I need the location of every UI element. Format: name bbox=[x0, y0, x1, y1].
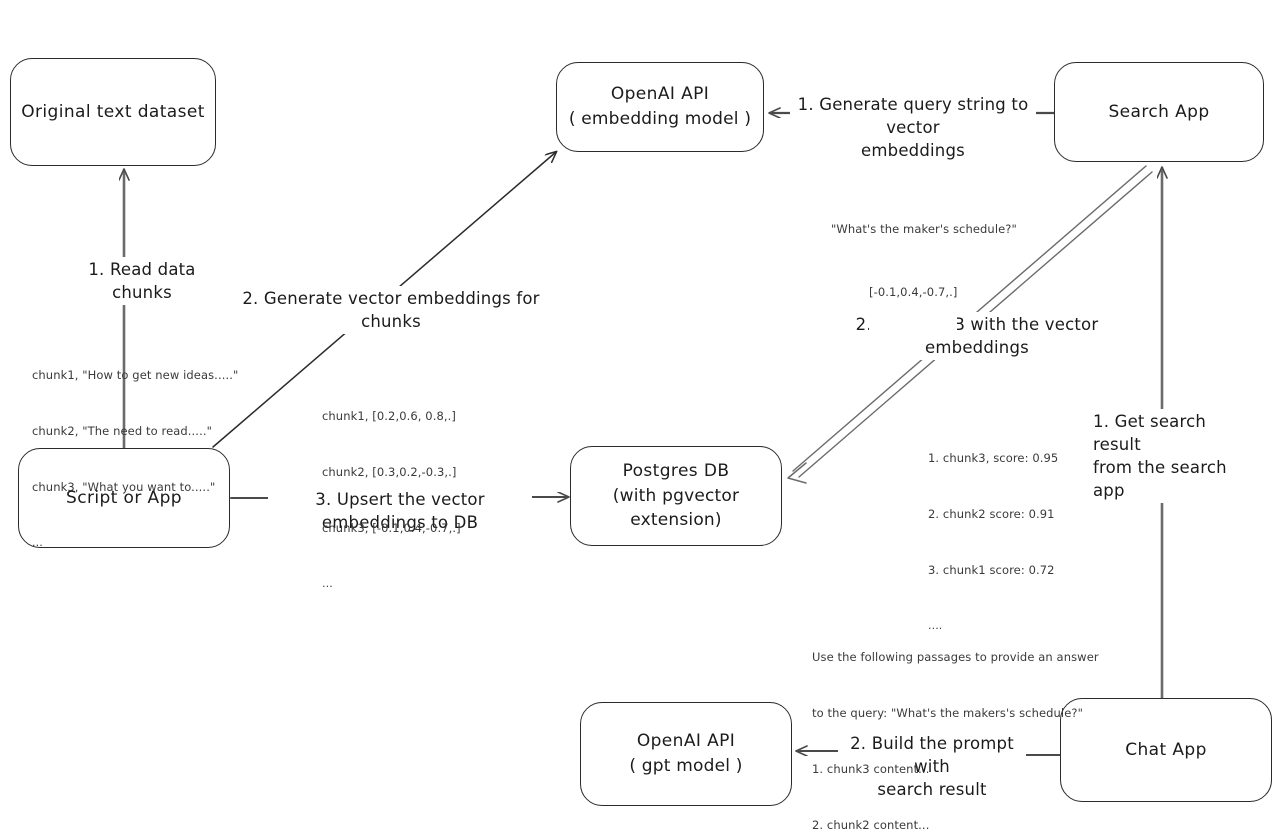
note-line: chunk2, [0.3,0.2,-0.3,.] bbox=[322, 465, 457, 480]
edge-label-line2: search result bbox=[877, 780, 987, 800]
note-line: 1. chunk3, score: 0.95 bbox=[928, 451, 1059, 466]
node-label: Chat App bbox=[1125, 739, 1207, 760]
note-line-ellipsis: ... bbox=[32, 535, 43, 549]
edge-label-line2: from the search app bbox=[1093, 458, 1227, 501]
note-line-ellipsis: .... bbox=[928, 618, 943, 632]
node-label: Script or App bbox=[66, 487, 182, 508]
edge-label-generate-query-embeddings: 1. Generate query string to vector embed… bbox=[790, 92, 1036, 164]
note-line: Use the following passages to provide an… bbox=[812, 650, 1099, 665]
note-prompt-template: Use the following passages to provide an… bbox=[812, 611, 1099, 832]
edge-label-get-search-result: 1. Get search result from the search app bbox=[1088, 409, 1250, 504]
note-line: 3. chunk1 score: 0.72 bbox=[928, 563, 1055, 577]
note-source-chunks: chunk1, "How to get new ideas....." chun… bbox=[32, 329, 238, 589]
node-label-line2: ( embedding model ) bbox=[568, 109, 752, 129]
node-search-app[interactable]: Search App bbox=[1054, 62, 1264, 162]
node-original-text-dataset[interactable]: Original text dataset bbox=[10, 58, 216, 166]
node-label-line1: OpenAI API bbox=[610, 84, 710, 105]
node-label-line1: OpenAI API bbox=[636, 731, 736, 752]
node-openai-api-embedding-model[interactable]: OpenAI API ( embedding model ) bbox=[556, 62, 764, 152]
node-script-or-app[interactable]: Script or App bbox=[18, 448, 230, 548]
note-chunk-vectors: chunk1, [0.2,0.6, 0.8,.] chunk2, [0.3,0.… bbox=[322, 370, 461, 630]
edge-label-build-prompt: 2. Build the prompt with search result bbox=[838, 731, 1026, 803]
note-line: chunk3, [-0.1,0.4,-0.7,.] bbox=[322, 521, 461, 535]
note-line: 2. chunk2 content... bbox=[812, 817, 930, 832]
note-line: chunk1, "How to get new ideas....." bbox=[32, 368, 239, 383]
edge-label-generate-vector-embeddings: 2. Generate vector embeddings for chunks bbox=[236, 286, 546, 335]
note-line: chunk1, [0.2,0.6, 0.8,.] bbox=[322, 409, 456, 424]
node-chat-app[interactable]: Chat App bbox=[1060, 698, 1272, 802]
note-line: 2. chunk2 score: 0.91 bbox=[928, 507, 1055, 522]
node-label: Original text dataset bbox=[21, 101, 205, 122]
edge-label-line2: embeddings bbox=[861, 141, 965, 161]
node-label-line1: Postgres DB bbox=[622, 461, 730, 482]
edge-label-line1: 2. Build the prompt with bbox=[850, 734, 1014, 777]
note-line: to the query: "What's the makers's sched… bbox=[812, 706, 1083, 721]
note-line-ellipsis: ... bbox=[322, 576, 333, 590]
note-line: "What's the maker's schedule?" bbox=[831, 222, 1017, 237]
node-postgres-db[interactable]: Postgres DB (with pgvector extension) bbox=[570, 446, 782, 546]
node-label-line2: (with pgvector extension) bbox=[612, 485, 740, 531]
note-line: chunk2, "The need to read....." bbox=[32, 424, 212, 439]
note-line: [-0.1,0.4,-0.7,.] bbox=[869, 285, 958, 300]
node-label-line2: ( gpt model ) bbox=[629, 756, 743, 776]
edge-label-line1: 1. Generate query string to vector bbox=[797, 95, 1029, 138]
node-openai-api-gpt-model[interactable]: OpenAI API ( gpt model ) bbox=[580, 702, 792, 806]
note-line: 1. chunk3 content... bbox=[812, 762, 930, 776]
node-label: Search App bbox=[1108, 101, 1210, 122]
edge-label-read-data-chunks: 1. Read data chunks bbox=[52, 257, 232, 306]
note-query-vector: [-0.1,0.4,-0.7,.] bbox=[869, 246, 958, 340]
note-line: chunk3, "What you want to....." bbox=[32, 480, 216, 494]
edge-label-line1: 1. Get search result bbox=[1093, 412, 1207, 455]
edge-label-upsert-to-db: 3. Upsert the vector embeddings to DB bbox=[268, 487, 532, 536]
